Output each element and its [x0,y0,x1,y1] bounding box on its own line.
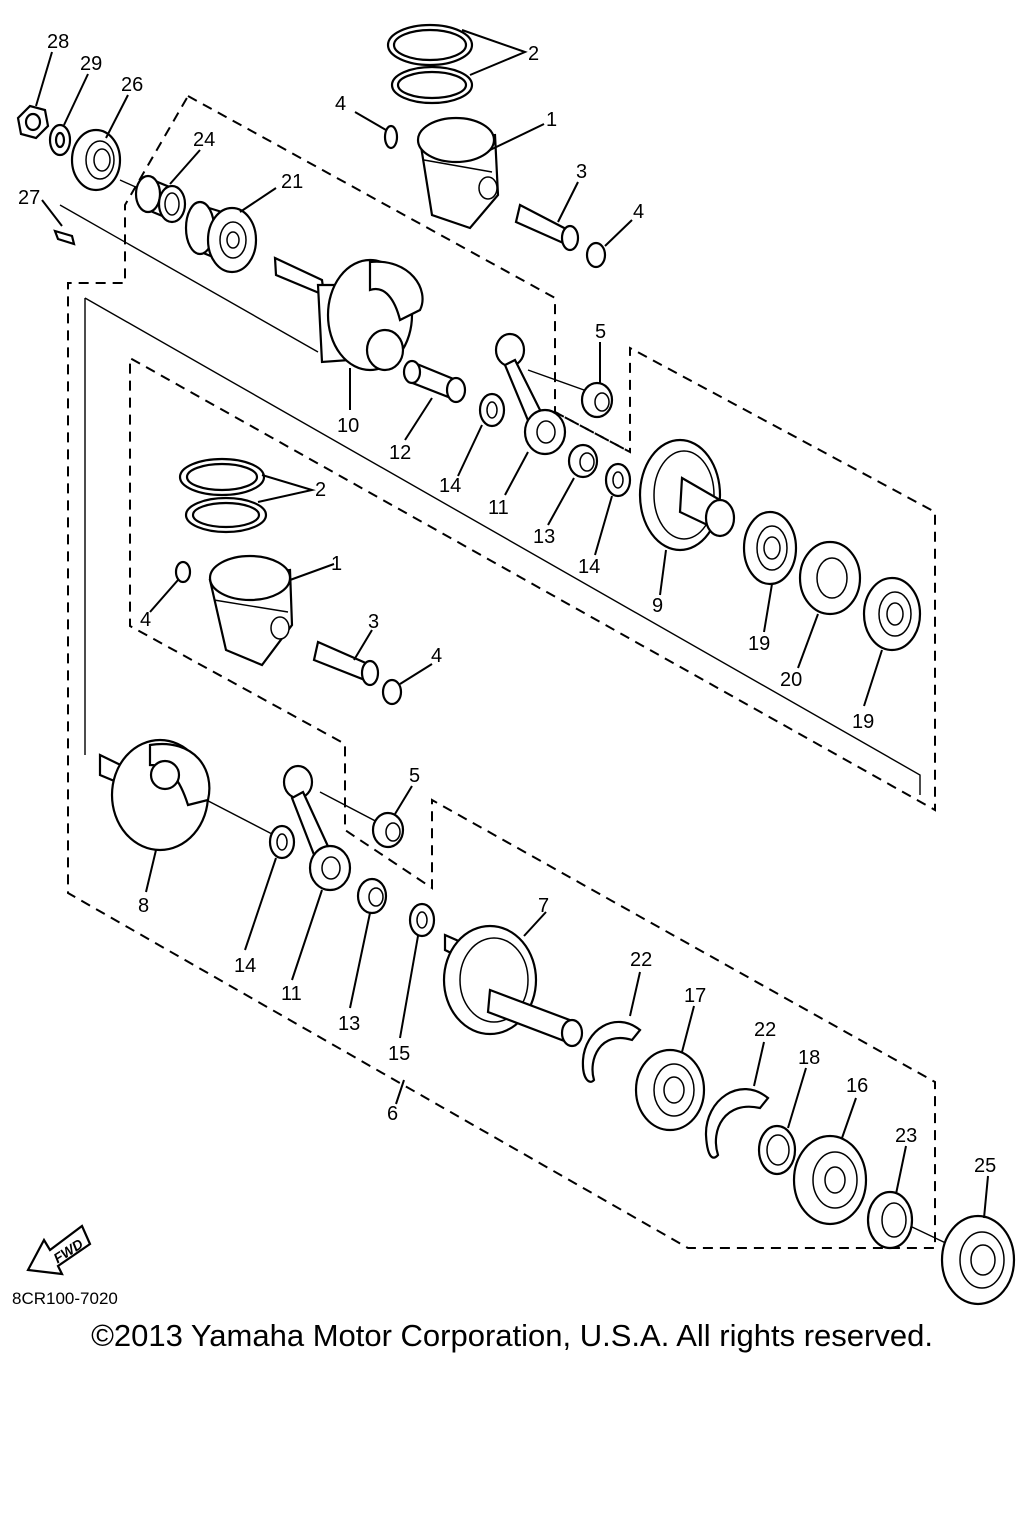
callout: 4 [633,201,644,223]
part-27-key [53,229,76,246]
callout: 2 [528,43,539,65]
part-2-piston-rings-upper [386,23,474,105]
callout: 13 [338,1013,360,1035]
callout: 22 [630,949,652,971]
part-4-clip-lower-a [174,560,192,584]
callout: 29 [80,53,102,75]
diagram-code: 8CR100-7020 [12,1289,118,1308]
callout: 17 [684,985,706,1007]
part-29-washer [48,123,72,157]
callout: 22 [754,1019,776,1041]
copyright-notice: ©2013 Yamaha Motor Corporation, U.S.A. A… [91,1318,933,1353]
part-5-small-end-bearing-lower [371,811,405,849]
part-22-circlip-a [581,1020,642,1083]
part-22-circlip-b [704,1088,770,1159]
callout: 23 [895,1125,917,1147]
callout: 13 [533,526,555,548]
callout: 10 [337,415,359,437]
part-3-piston-pin-lower [312,640,380,687]
callout: 5 [595,321,606,343]
part-18-washer [757,1124,797,1176]
callout: 11 [281,983,302,1005]
callout: 14 [578,556,600,578]
part-21-bearing [184,200,258,274]
callout: 15 [388,1043,410,1065]
callout: 1 [546,109,557,131]
part-14-washer-upper [478,392,506,428]
callout: 14 [234,955,256,977]
fwd-arrow-icon: FWD [26,1224,92,1276]
part-11-connecting-rod-upper [494,332,567,456]
callout: 27 [18,187,40,209]
part-19-bearing-b [862,576,922,652]
part-23-spacer [866,1190,914,1250]
part-12-crank-pin [402,359,467,404]
callout: 19 [852,711,874,733]
part-19-bearing-a [742,510,798,586]
upper-assembly-boundary [67,95,936,1249]
callout: 12 [389,442,411,464]
callout: 8 [138,895,149,917]
part-24-bushing [134,174,187,224]
part-4-clip-upper-b [585,241,607,269]
part-25-oil-seal [940,1214,1016,1306]
part-13-big-end-bearing-upper [567,443,599,479]
callout: 19 [748,633,770,655]
part-5-small-end-bearing-upper [580,381,614,419]
part-1-piston-lower [208,554,294,667]
part-26-oil-seal [70,128,122,192]
callout: 5 [409,765,420,787]
part-7-crank-half [442,924,584,1048]
callout: 4 [335,93,346,115]
callout: 3 [576,161,587,183]
callout: 20 [780,669,802,691]
part-14-washer-upper-b [604,462,632,498]
callout: 14 [439,475,461,497]
part-20-seal [798,540,862,616]
part-9-crank-half [638,438,736,552]
part-2-piston-rings-lower [178,457,268,534]
part-16-bearing [792,1134,868,1226]
callout: 6 [387,1103,398,1125]
callout: 4 [431,645,442,667]
callout: 24 [193,129,215,151]
part-11-connecting-rod-lower [282,764,352,892]
part-15-washer [408,902,436,938]
part-8-crank-half [98,738,211,852]
callout: 11 [488,497,509,519]
part-17-bearing [634,1048,706,1132]
part-14-washer-lower [268,824,296,860]
callout: 28 [47,31,69,53]
part-4-clip-lower-b [381,678,403,706]
callout: 2 [315,479,326,501]
part-3-piston-pin-upper [514,203,580,252]
callout: 1 [331,553,342,575]
callout: 16 [846,1075,868,1097]
crankshaft-axis-line [84,297,921,795]
callout-labels: 28 29 26 24 21 27 2 4 1 3 4 5 10 12 14 1… [18,31,996,1177]
callout: 21 [281,171,303,193]
callout: 9 [652,595,663,617]
callout: 26 [121,74,143,96]
part-10-crank-half [273,256,424,372]
part-13-big-end-bearing-lower [356,877,388,915]
leader-lines [35,29,989,1219]
callout: 4 [140,609,151,631]
callout: 7 [538,895,549,917]
callout: 3 [368,611,379,633]
part-1-piston-upper [416,116,500,230]
callout: 25 [974,1155,996,1177]
part-28-nut [16,104,50,140]
callout: 18 [798,1047,820,1069]
part-4-clip-upper-a [383,124,399,150]
